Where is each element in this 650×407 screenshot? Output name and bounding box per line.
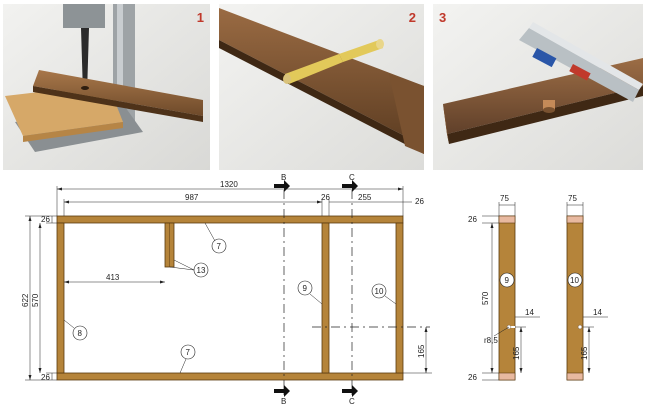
left-post — [56, 222, 65, 374]
detail9-callout: 9 — [505, 276, 510, 285]
dim-right-end: 26 — [415, 197, 424, 206]
step-number: 3 — [439, 10, 447, 25]
section-b-bottom: B — [281, 397, 286, 406]
detail-post-10: 75 14 165 10 — [566, 194, 608, 381]
frame-drawing: B C B C 1320 987 26 255 26 — [21, 173, 608, 406]
detail9-hole-diameter: r8,5 — [484, 336, 498, 345]
callout-bottom-rail: 7 — [186, 348, 191, 357]
dim-bottom-rail: 26 — [41, 373, 50, 382]
detail10-hole-height: 165 — [580, 346, 589, 360]
dim-height-inner: 570 — [31, 293, 40, 307]
right-post — [395, 222, 404, 374]
detail10-width: 75 — [568, 194, 577, 203]
middle-post — [321, 222, 330, 374]
dim-post-width: 26 — [321, 193, 330, 202]
photo-step-3-saw: 3 — [433, 4, 643, 170]
detail-post-9: 75 26 26 570 14 r8,5 165 9 — [468, 194, 540, 382]
dim-top-rail: 26 — [41, 215, 50, 224]
photo-step-2-dowel: 2 — [219, 4, 424, 170]
dim-hole-height: 165 — [417, 344, 426, 358]
callout-middle-post: 9 — [303, 284, 308, 293]
dim-overall-width: 1320 — [220, 180, 238, 189]
callout-left-post: 8 — [78, 329, 83, 338]
detail9-bottom: 26 — [468, 373, 477, 382]
detail9-height: 570 — [481, 291, 490, 305]
callout-right-post: 10 — [375, 287, 384, 296]
step-number: 2 — [408, 10, 416, 25]
top-rail — [56, 215, 404, 224]
dim-offset-413: 413 — [106, 273, 120, 282]
detail9-top: 26 — [468, 215, 477, 224]
callout-top-rail: 7 — [217, 242, 222, 251]
section-c-bottom: C — [349, 397, 355, 406]
detail10-callout: 10 — [570, 276, 579, 285]
section-c-top: C — [349, 173, 355, 182]
bottom-rail — [56, 372, 404, 381]
detail10-hole-depth: 14 — [593, 308, 602, 317]
step-number: 1 — [196, 10, 204, 25]
frame — [56, 215, 404, 381]
photo-step-1-drill-press: 1 — [3, 4, 210, 170]
detail9-width: 75 — [500, 194, 509, 203]
callout-block: 13 — [197, 266, 206, 275]
detail9-hole-height: 165 — [512, 346, 521, 360]
section-b-top: B — [281, 173, 286, 182]
detail9-hole-depth: 14 — [525, 308, 534, 317]
dim-right-span: 255 — [358, 193, 372, 202]
dim-inner-span: 987 — [185, 193, 199, 202]
dim-height-total: 622 — [21, 293, 30, 307]
